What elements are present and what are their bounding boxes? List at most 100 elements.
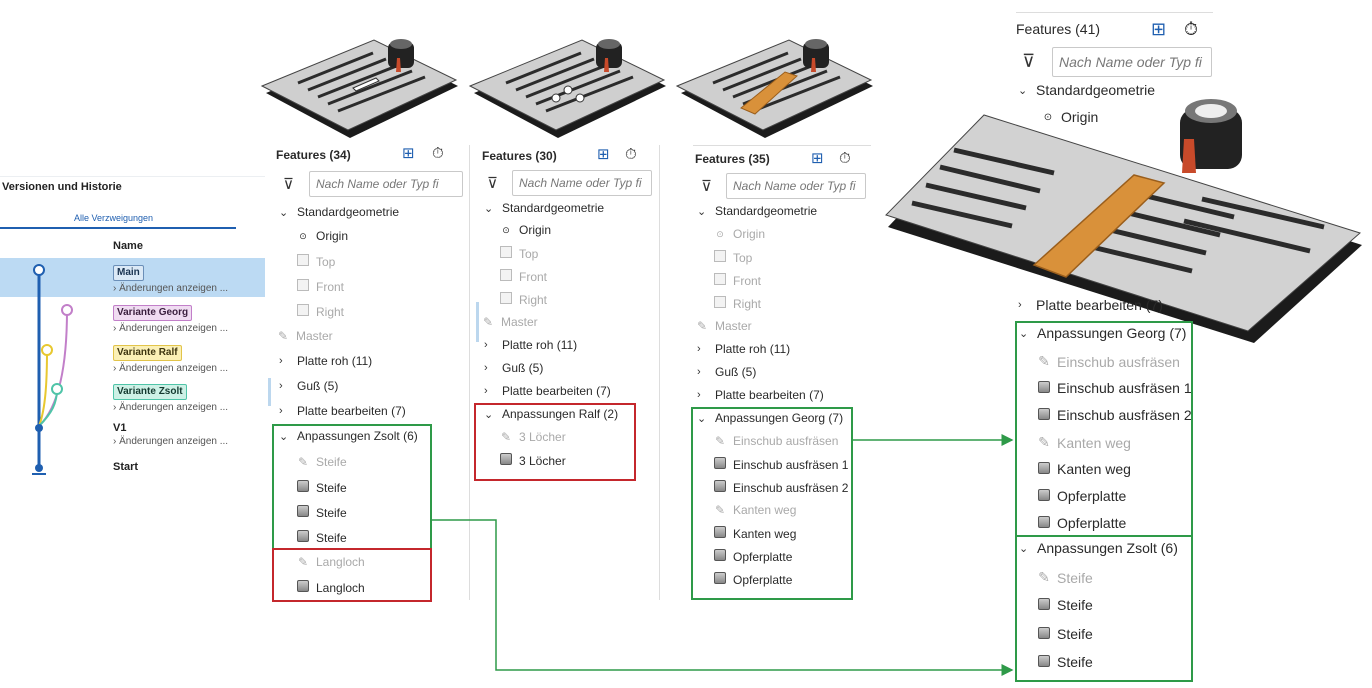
tree-feature-sketch[interactable]: ✎Kanten weg bbox=[712, 503, 796, 517]
tree-plane-top[interactable]: Top bbox=[295, 254, 335, 269]
tree-group[interactable]: ›Platte bearbeiten (7) bbox=[484, 384, 611, 398]
tree-feature[interactable]: Opferplatte bbox=[1036, 515, 1126, 531]
tree-feature[interactable]: Einschub ausfräsen 2 bbox=[1036, 407, 1192, 423]
tree-feature[interactable]: Steife bbox=[1036, 654, 1093, 670]
tree-group-custom-georg[interactable]: ⌄Anpassungen Georg (7) bbox=[1019, 325, 1187, 341]
tree-origin[interactable]: ⊙Origin bbox=[498, 223, 551, 237]
tree-master-sketch[interactable]: ✎Master bbox=[275, 329, 333, 343]
tree-feature[interactable]: 3 Löcher bbox=[498, 453, 566, 468]
solid-feature-icon bbox=[1036, 461, 1052, 477]
tree-feature[interactable]: Steife bbox=[1036, 597, 1093, 613]
tree-group-custom-zsolt[interactable]: ⌄Anpassungen Zsolt (6) bbox=[1019, 540, 1178, 556]
tree-feature-sketch[interactable]: ✎Steife bbox=[295, 455, 347, 469]
tree-group[interactable]: ›Platte bearbeiten (7) bbox=[697, 388, 824, 402]
search-input[interactable]: Nach Name oder Typ fi bbox=[1052, 47, 1212, 77]
history-entry-georg[interactable]: Variante Georg › Änderungen anzeigen ... bbox=[113, 302, 228, 334]
tree-feature[interactable]: Einschub ausfräsen 1 bbox=[1036, 380, 1192, 396]
tree-plane-front[interactable]: Front bbox=[295, 279, 344, 294]
tree-plane-front[interactable]: Front bbox=[712, 273, 761, 288]
tree-plane-right[interactable]: Right bbox=[712, 296, 761, 311]
filter-icon[interactable]: ⊽ bbox=[283, 176, 294, 193]
tree-feature[interactable]: Steife bbox=[295, 505, 347, 520]
history-title: Versionen und Historie bbox=[2, 181, 122, 193]
history-entry-start[interactable]: Start bbox=[113, 461, 138, 473]
show-changes-link[interactable]: › Änderungen anzeigen ... bbox=[113, 283, 229, 294]
tree-origin[interactable]: ⊙Origin bbox=[295, 229, 348, 243]
show-changes-link[interactable]: › Änderungen anzeigen ... bbox=[113, 402, 229, 413]
tree-group[interactable]: ›Guß (5) bbox=[484, 361, 544, 375]
search-input[interactable]: Nach Name oder Typ fi bbox=[726, 173, 866, 199]
commit-main[interactable] bbox=[33, 264, 45, 276]
tree-master-sketch[interactable]: ✎Master bbox=[694, 319, 752, 333]
tree-standard-geometry[interactable]: ⌄Standardgeometrie bbox=[697, 204, 818, 218]
tree-origin[interactable]: ⊙Origin bbox=[1040, 109, 1099, 125]
filter-icon[interactable]: ⊽ bbox=[487, 175, 498, 192]
add-folder-icon[interactable]: ⊞ bbox=[597, 146, 610, 163]
tree-plane-top[interactable]: Top bbox=[498, 246, 538, 261]
stopwatch-icon[interactable]: ⏱ bbox=[432, 145, 444, 162]
tree-plane-front[interactable]: Front bbox=[498, 269, 547, 284]
history-entry-zsolt[interactable]: Variante Zsolt › Änderungen anzeigen ... bbox=[113, 381, 228, 413]
commit-v1[interactable] bbox=[35, 424, 43, 432]
commit-zsolt[interactable] bbox=[51, 383, 63, 395]
tree-master-sketch[interactable]: ✎Master bbox=[480, 315, 538, 329]
tree-feature-sketch[interactable]: ✎Einschub ausfräsen bbox=[712, 434, 838, 448]
tree-feature[interactable]: Einschub ausfräsen 2 bbox=[712, 480, 848, 495]
tree-group[interactable]: ›Platte roh (11) bbox=[484, 338, 578, 352]
version-label-start: Start bbox=[113, 461, 139, 473]
tree-feature[interactable]: Steife bbox=[295, 530, 347, 545]
tree-feature-sketch[interactable]: ✎3 Löcher bbox=[498, 430, 566, 444]
tree-feature[interactable]: Kanten weg bbox=[1036, 461, 1131, 477]
add-folder-icon[interactable]: ⊞ bbox=[402, 145, 415, 162]
tree-standard-geometry[interactable]: ⌄Standardgeometrie bbox=[484, 201, 605, 215]
tree-group[interactable]: ›Platte bearbeiten (7) bbox=[1018, 297, 1163, 313]
tree-group[interactable]: ›Platte bearbeiten (7) bbox=[279, 404, 406, 418]
tree-group-custom-georg[interactable]: ⌄Anpassungen Georg (7) bbox=[697, 411, 844, 425]
commit-ralf[interactable] bbox=[41, 344, 53, 356]
tree-group-custom-ralf[interactable]: ⌄Anpassungen Ralf (2) bbox=[484, 407, 619, 421]
history-entry-v1[interactable]: V1 › Änderungen anzeigen ... bbox=[113, 422, 228, 447]
commit-georg[interactable] bbox=[61, 304, 73, 316]
show-changes-link[interactable]: › Änderungen anzeigen ... bbox=[113, 323, 229, 334]
filter-icon[interactable]: ⊽ bbox=[1022, 51, 1036, 71]
plane-icon bbox=[498, 292, 514, 307]
stopwatch-icon[interactable]: ⏱ bbox=[839, 150, 851, 167]
add-folder-icon[interactable]: ⊞ bbox=[1151, 19, 1167, 39]
tree-standard-geometry[interactable]: ⌄Standardgeometrie bbox=[1018, 82, 1156, 98]
tree-group-custom-zsolt[interactable]: ⌄Anpassungen Zsolt (6) bbox=[279, 429, 418, 443]
tree-feature[interactable]: Opferplatte bbox=[1036, 488, 1126, 504]
features-header: Features (34) bbox=[276, 148, 351, 162]
tree-feature[interactable]: Steife bbox=[1036, 626, 1093, 642]
tree-feature[interactable]: Langloch bbox=[295, 580, 365, 595]
show-changes-link[interactable]: › Änderungen anzeigen ... bbox=[113, 363, 229, 374]
filter-icon[interactable]: ⊽ bbox=[701, 178, 712, 195]
history-entry-main[interactable]: Main › Änderungen anzeigen ... bbox=[113, 262, 228, 294]
tree-group[interactable]: ›Guß (5) bbox=[279, 379, 339, 393]
plane-icon bbox=[712, 250, 728, 265]
search-input[interactable]: Nach Name oder Typ fi bbox=[309, 171, 463, 197]
tree-feature-sketch[interactable]: ✎Steife bbox=[1036, 569, 1093, 586]
tree-plane-right[interactable]: Right bbox=[295, 304, 344, 319]
stopwatch-icon[interactable]: ⏱ bbox=[1184, 19, 1199, 39]
tree-standard-geometry[interactable]: ⌄Standardgeometrie bbox=[279, 205, 400, 219]
history-entry-ralf[interactable]: Variante Ralf › Änderungen anzeigen ... bbox=[113, 342, 228, 374]
tree-plane-right[interactable]: Right bbox=[498, 292, 547, 307]
stopwatch-icon[interactable]: ⏱ bbox=[625, 146, 637, 163]
tree-feature-sketch[interactable]: ✎Kanten weg bbox=[1036, 434, 1131, 451]
tree-feature[interactable]: Steife bbox=[295, 480, 347, 495]
tree-feature-sketch[interactable]: ✎Einschub ausfräsen bbox=[1036, 353, 1180, 370]
pencil-sketch-icon: ✎ bbox=[714, 503, 726, 517]
tree-feature-sketch[interactable]: ✎Langloch bbox=[295, 555, 365, 569]
tree-feature[interactable]: Einschub ausfräsen 1 bbox=[712, 457, 848, 472]
add-folder-icon[interactable]: ⊞ bbox=[811, 150, 824, 167]
highlight-box-red bbox=[474, 403, 636, 481]
tab-all-branches[interactable]: Alle Verzweigungen bbox=[74, 213, 154, 223]
tree-group[interactable]: ›Platte roh (11) bbox=[279, 354, 373, 368]
tree-group[interactable]: ›Platte roh (11) bbox=[697, 342, 791, 356]
show-changes-link[interactable]: › Änderungen anzeigen ... bbox=[113, 436, 229, 447]
commit-start[interactable] bbox=[35, 464, 43, 472]
tree-plane-top[interactable]: Top bbox=[712, 250, 752, 265]
tree-group[interactable]: ›Guß (5) bbox=[697, 365, 757, 379]
search-input[interactable]: Nach Name oder Typ fi bbox=[512, 170, 652, 196]
tree-origin[interactable]: ⊙Origin bbox=[712, 227, 765, 241]
